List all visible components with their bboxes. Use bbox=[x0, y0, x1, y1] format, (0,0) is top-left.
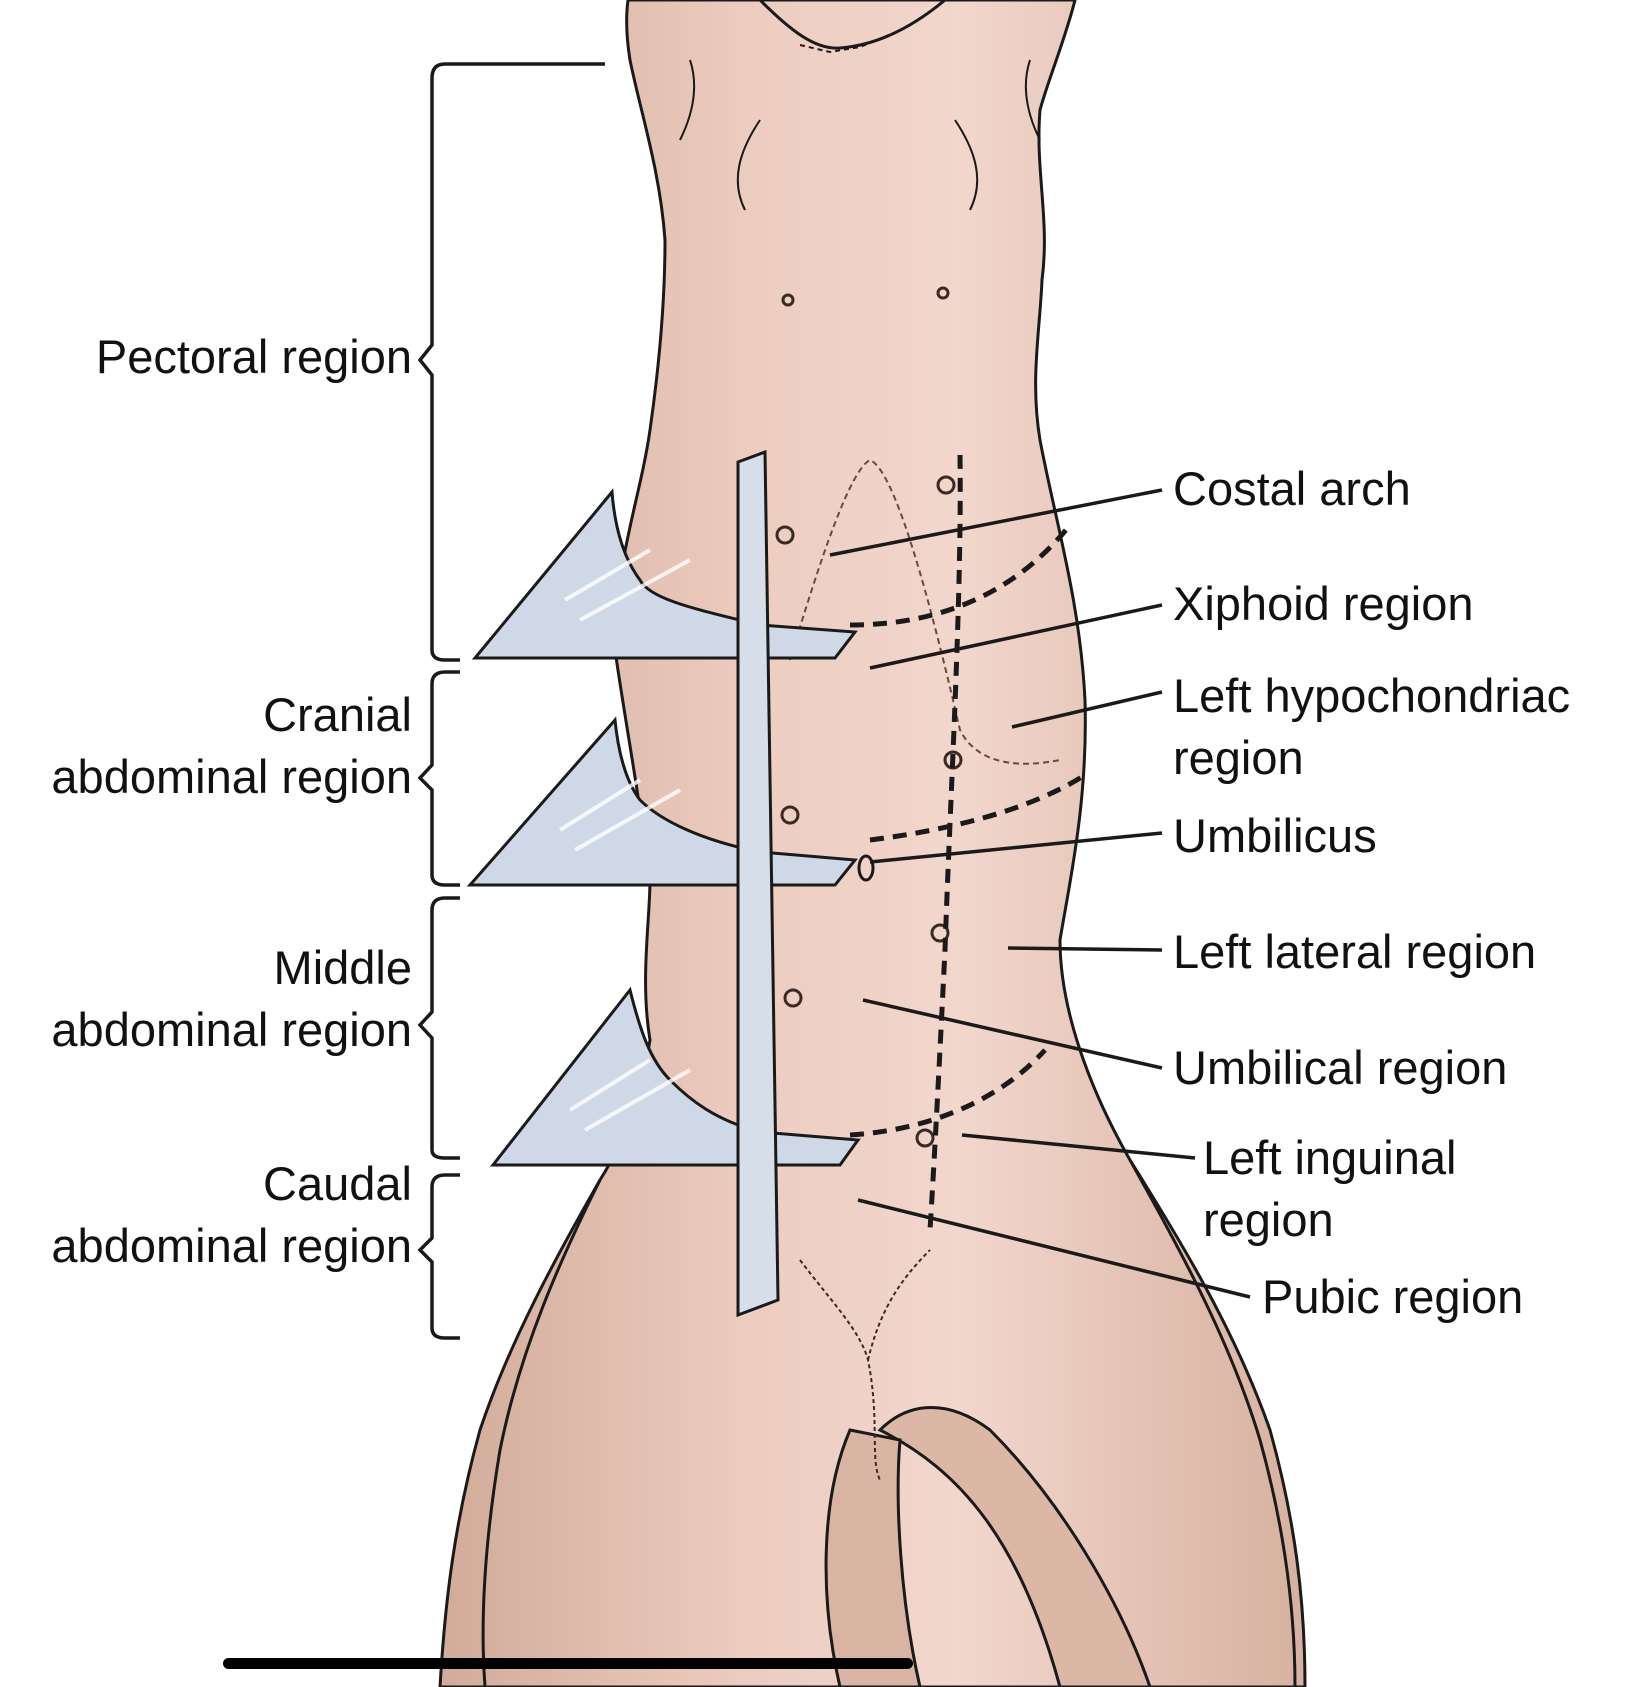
label-umbilical-text: Umbilical region bbox=[1173, 1041, 1508, 1094]
hind-leg-left bbox=[824, 1428, 922, 1687]
label-cranial-abdominal-region: Cranial abdominal region bbox=[10, 684, 412, 808]
thigh-right-contour bbox=[1128, 1159, 1297, 1687]
home-indicator-bar[interactable] bbox=[223, 1658, 913, 1669]
label-caudal-line2: abdominal region bbox=[51, 1219, 412, 1272]
bracket-caudal bbox=[417, 1173, 460, 1340]
label-costal-arch: Costal arch bbox=[1173, 458, 1411, 520]
leader-pubic bbox=[857, 1198, 1251, 1299]
thigh-left-contour bbox=[481, 1179, 602, 1687]
umbilicus-mark bbox=[857, 854, 875, 882]
region-dividers bbox=[849, 454, 1087, 1231]
median-plane bbox=[736, 449, 780, 1318]
leader-lines bbox=[829, 488, 1251, 1299]
label-pectoral-text: Pectoral region bbox=[95, 330, 412, 383]
trunk-skin bbox=[438, 0, 1307, 1687]
leader-xiphoid bbox=[869, 603, 1163, 670]
hind-leg-right bbox=[877, 1406, 1152, 1687]
label-left-inguinal-region: Left inguinal region bbox=[1203, 1127, 1456, 1251]
label-xiphoid-region: Xiphoid region bbox=[1173, 573, 1474, 635]
label-umbilical-region: Umbilical region bbox=[1173, 1037, 1507, 1099]
dog-body bbox=[438, 0, 1307, 1687]
label-caudal-line1: Caudal bbox=[263, 1157, 412, 1210]
label-left-lateral-text: Left lateral region bbox=[1173, 925, 1537, 978]
label-pubic-text: Pubic region bbox=[1262, 1270, 1524, 1323]
chin-fur bbox=[799, 34, 891, 54]
costal-arch-line bbox=[789, 458, 1061, 765]
label-left-inguinal-line2: region bbox=[1203, 1193, 1334, 1246]
forelimb-fold-left bbox=[679, 59, 761, 211]
label-xiphoid-text: Xiphoid region bbox=[1173, 577, 1474, 630]
region-brackets bbox=[417, 62, 605, 1340]
leader-costal-arch bbox=[829, 488, 1163, 557]
label-left-lateral-region: Left lateral region bbox=[1173, 921, 1536, 983]
leader-left-lateral bbox=[1007, 946, 1163, 952]
label-left-hypochondriac-line2: region bbox=[1173, 731, 1304, 784]
label-middle-line2: abdominal region bbox=[51, 1003, 412, 1056]
label-left-hypochondriac-line1: Left hypochondriac bbox=[1173, 669, 1571, 722]
leader-umbilical bbox=[862, 998, 1163, 1070]
chin-contour bbox=[758, 0, 946, 50]
bracket-pectoral bbox=[417, 62, 605, 662]
forelimb-fold-right bbox=[954, 59, 1041, 211]
label-middle-abdominal-region: Middle abdominal region bbox=[10, 937, 412, 1061]
label-umbilicus: Umbilicus bbox=[1173, 805, 1377, 867]
label-left-hypochondriac-region: Left hypochondriac region bbox=[1173, 665, 1570, 789]
label-umbilicus-text: Umbilicus bbox=[1173, 809, 1377, 862]
label-cranial-line1: Cranial bbox=[263, 688, 412, 741]
bracket-cranial bbox=[417, 670, 460, 887]
teats bbox=[775, 286, 963, 1148]
groin-crease bbox=[799, 1249, 931, 1481]
leader-left-inguinal bbox=[961, 1133, 1196, 1160]
label-cranial-line2: abdominal region bbox=[51, 750, 412, 803]
label-middle-line1: Middle bbox=[273, 941, 412, 994]
label-caudal-abdominal-region: Caudal abdominal region bbox=[10, 1153, 412, 1277]
leader-umbilicus bbox=[869, 831, 1163, 864]
label-pubic-region: Pubic region bbox=[1262, 1266, 1523, 1328]
bracket-middle bbox=[417, 896, 460, 1160]
label-left-inguinal-line1: Left inguinal bbox=[1203, 1131, 1457, 1184]
transverse-planes bbox=[466, 449, 861, 1318]
label-costal-arch-text: Costal arch bbox=[1173, 462, 1411, 515]
label-pectoral-region: Pectoral region bbox=[60, 326, 412, 388]
leader-left-hypochondriac bbox=[1011, 690, 1163, 729]
